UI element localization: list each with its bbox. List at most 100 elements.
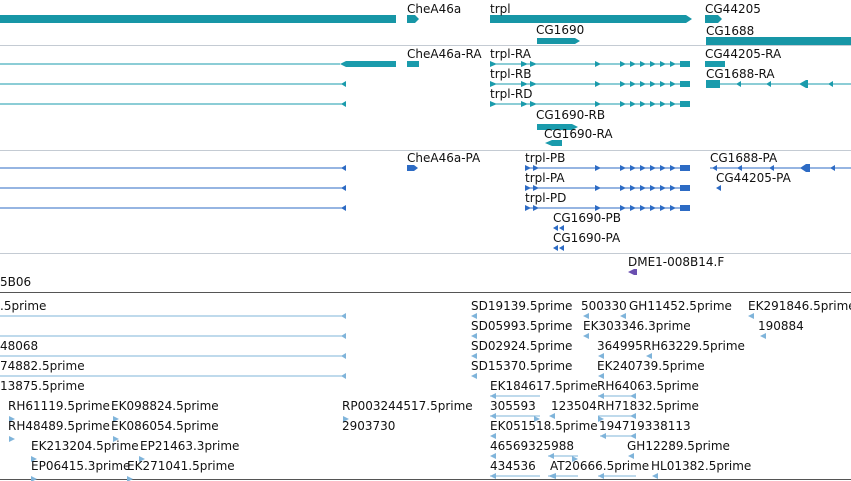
est-label[interactable]: 434536 (490, 459, 536, 473)
transcript-trpl-rd[interactable]: trpl-RD (490, 87, 690, 107)
protein-label: CG1690-PB (553, 211, 621, 225)
est-label[interactable]: SD19139.5prime (471, 299, 572, 313)
est-label[interactable]: EK051518.5prime (490, 419, 598, 433)
gene-chea46a[interactable]: CheA46a (0, 2, 461, 23)
gene-cg44205[interactable]: CG44205 (705, 2, 761, 23)
gene-bar (407, 15, 419, 23)
est-label[interactable]: 48068 (0, 339, 38, 353)
track-separators (0, 45, 851, 480)
protein-cg1690-pa[interactable]: CG1690-PA (553, 231, 621, 251)
est-label[interactable]: EK184617.5prime (490, 379, 598, 393)
protein-arrow (341, 165, 346, 171)
transcript-label: CG1688-RA (706, 67, 775, 81)
transcript-track-protein: CheA46a-PA trpl-PB trpl-PA (0, 151, 851, 251)
est-label[interactable]: EK240739.5prime (597, 359, 705, 373)
protein-arrow (341, 205, 346, 211)
protein-label: CG44205-PA (716, 171, 792, 185)
transcript-cg1690-ra[interactable]: CG1690-RA (544, 127, 613, 146)
transcript-trpl-ra[interactable]: trpl-RA (490, 47, 690, 67)
est-label[interactable]: RH61119.5prime (8, 399, 110, 413)
est-label[interactable]: EK098824.5prime (111, 399, 219, 413)
protein-label: trpl-PA (525, 171, 565, 185)
transcript-arrow (341, 101, 346, 107)
est-label[interactable]: AT20666.5prime (550, 459, 649, 473)
est-label[interactable]: RH63229.5prime (643, 339, 745, 353)
est-label[interactable]: RP003244517.5prime (342, 399, 473, 413)
protein-chea46a-pa[interactable]: CheA46a-PA (407, 151, 481, 171)
transcript-cg44205-ra[interactable]: CG44205-RA (705, 47, 782, 67)
est-label[interactable]: EP06415.3prime (31, 459, 130, 473)
est-label[interactable]: 46569325988 (490, 439, 574, 453)
protein-trpl-pa[interactable]: trpl-PA (525, 171, 690, 191)
gene-label: CG1690 (536, 23, 584, 37)
est-label[interactable]: EK213204.5prime (31, 439, 139, 453)
oligo-track: 5B06 DME1-008B14.F (0, 255, 724, 289)
est-label[interactable]: 500330 (581, 299, 627, 313)
est-label[interactable]: EK291846.5prime (748, 299, 851, 313)
est-label[interactable]: 74882.5prime (0, 359, 85, 373)
transcript-track-rna: CheA46a-RA trpl-RA trpl-RB (0, 47, 851, 146)
gene-bar (537, 38, 580, 44)
gene-bar (706, 37, 851, 45)
protein-trpl-pd[interactable]: trpl-PD (525, 191, 690, 211)
transcript-label: CheA46a-RA (407, 47, 482, 61)
est-label[interactable]: GH12289.5prime (627, 439, 730, 453)
est-label[interactable]: .5prime (0, 299, 46, 313)
gene-label: trpl (490, 2, 511, 16)
protein-cg44205-pa[interactable]: CG44205-PA (716, 171, 792, 191)
transcript-cg1690-rb[interactable]: CG1690-RB (536, 108, 605, 130)
protein-label: trpl-PB (525, 151, 565, 165)
transcript-cg1688-ra[interactable]: CG1688-RA (706, 67, 851, 88)
est-label[interactable]: SD15370.5prime (471, 359, 572, 373)
est-label[interactable]: 364995 (597, 339, 643, 353)
oligo-dme1-008b14f[interactable]: DME1-008B14.F (628, 255, 724, 275)
oligo-label[interactable]: 5B06 (0, 275, 31, 289)
gene-trpl[interactable]: trpl (490, 2, 692, 23)
protein-label: CG1688-PA (710, 151, 778, 165)
est-label[interactable]: 305593 (490, 399, 536, 413)
est-label[interactable]: 190884 (758, 319, 804, 333)
transcript-arrow (341, 81, 346, 87)
est-label[interactable]: EK271041.5prime (127, 459, 235, 473)
transcript-label: trpl-RD (490, 87, 533, 101)
protein-label: CheA46a-PA (407, 151, 481, 165)
protein-arrow (341, 185, 346, 191)
gene-cg1690[interactable]: CG1690 (536, 23, 584, 44)
est-arrows (9, 313, 766, 481)
gene-bar (0, 15, 396, 23)
gene-label: CG44205 (705, 2, 761, 16)
est-label[interactable]: RH48489.5prime (8, 419, 110, 433)
gene-label: CG1688 (706, 24, 754, 38)
gene-label: CheA46a (407, 2, 461, 16)
est-label[interactable]: EK303346.3prime (583, 319, 691, 333)
protein-cg1688-pa[interactable]: CG1688-PA (710, 151, 851, 172)
gene-cg1688[interactable]: CG1688 (706, 24, 851, 45)
est-label[interactable]: SD02924.5prime (471, 339, 572, 353)
gene-bar (490, 15, 692, 23)
est-label[interactable]: 2903730 (342, 419, 395, 433)
est-label[interactable]: RH64063.5prime (597, 379, 699, 393)
est-label[interactable]: EP21463.3prime (140, 439, 239, 453)
transcript-label: CG1690-RA (544, 127, 613, 141)
est-label[interactable]: GH11452.5prime (629, 299, 732, 313)
est-label[interactable]: RH71832.5prime (597, 399, 699, 413)
transcript-label: CG1690-RB (536, 108, 605, 122)
transcript-trpl-rb[interactable]: trpl-RB (490, 67, 690, 87)
oligo-label: DME1-008B14.F (628, 255, 724, 269)
est-label[interactable]: EK086054.5prime (111, 419, 219, 433)
est-label[interactable]: 194719338113 (599, 419, 691, 433)
gene-track: CheA46a trpl CG1690 CG44205 CG1688 (0, 2, 851, 45)
protein-trpl-pb[interactable]: trpl-PB (525, 151, 690, 171)
est-track: .5prime SD19139.5prime 500330 GH11452.5p… (0, 299, 851, 481)
protein-cg1690-pb[interactable]: CG1690-PB (553, 211, 621, 231)
protein-label: trpl-PD (525, 191, 566, 205)
protein-label: CG1690-PA (553, 231, 621, 245)
est-label[interactable]: HL01382.5prime (651, 459, 751, 473)
est-label[interactable]: SD05993.5prime (471, 319, 572, 333)
transcript-chea46a-ra[interactable]: CheA46a-RA (0, 47, 482, 67)
transcript-label: trpl-RA (490, 47, 532, 61)
transcript-label: trpl-RB (490, 67, 532, 81)
est-label[interactable]: 123504 (551, 399, 597, 413)
est-label[interactable]: 13875.5prime (0, 379, 85, 393)
